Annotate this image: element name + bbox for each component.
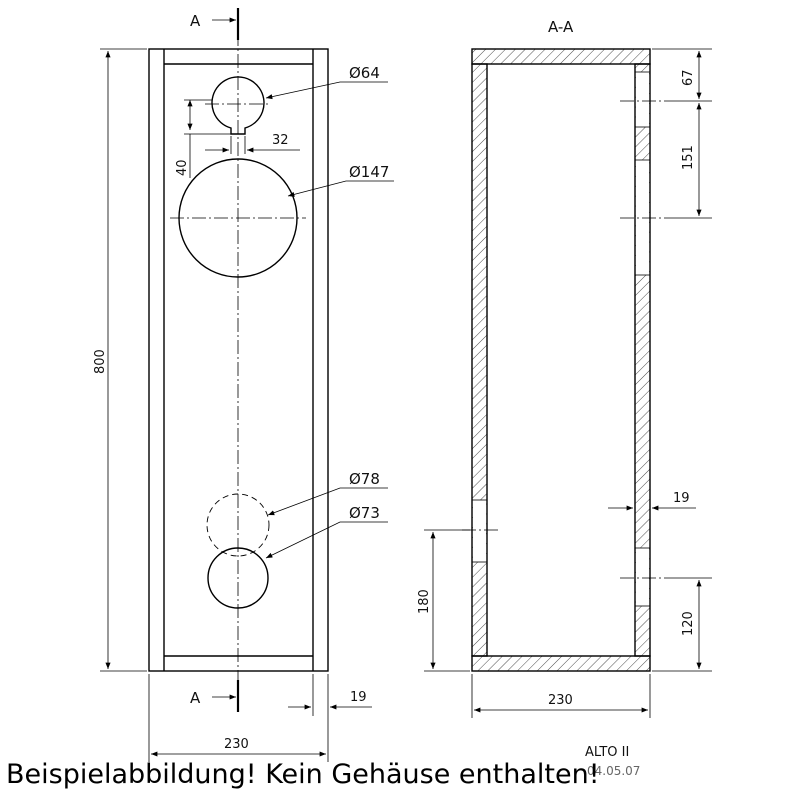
section-width-label: 230 (548, 693, 573, 708)
section-mark-top: A (190, 12, 201, 30)
back-wall (471, 63, 488, 657)
section-mark-bottom: A (190, 689, 201, 707)
front-outline (148, 48, 329, 672)
port-opening (636, 548, 649, 606)
woofer-leader (287, 180, 394, 197)
wall-dim-label: 19 (350, 690, 367, 705)
front-view: A A Ø64 40 32 Ø147 Ø78 Ø73 (93, 8, 394, 762)
tweeter-dia-label: Ø64 (349, 64, 380, 82)
caption: Beispielabbildung! Kein Gehäuse enthalte… (6, 759, 600, 790)
port-outer-hidden (206, 493, 270, 557)
woofer-opening (636, 160, 649, 275)
top-panel (471, 48, 651, 65)
port-inner-dia-label: Ø73 (349, 504, 380, 522)
port-outer-dia-label: Ø78 (349, 470, 380, 488)
bottom-brace-label: 120 (681, 611, 696, 636)
section-title: A-A (548, 18, 574, 36)
tweeter-opening (636, 72, 649, 127)
tweeter-offset-v-label: 40 (175, 159, 190, 176)
title-block-date: 04.05.07 (587, 764, 640, 778)
driver-zone-label: 151 (681, 145, 696, 170)
rear-opening (473, 500, 486, 562)
notch-dim-label: 32 (272, 133, 289, 148)
baffle-dim-label: 19 (673, 491, 690, 506)
width-dim-label: 230 (224, 737, 249, 752)
port-cutout (207, 547, 269, 609)
top-brace-label: 67 (681, 69, 696, 86)
bottom-panel (471, 655, 651, 672)
woofer-dia-label: Ø147 (349, 163, 389, 181)
port-outer-leader (267, 487, 388, 516)
height-dim-label: 800 (93, 349, 108, 374)
tweeter-cutout (211, 76, 265, 135)
section-view: A-A 67 151 (417, 18, 712, 718)
port-inner-leader (265, 521, 388, 559)
tweeter-leader (265, 81, 388, 100)
port-height-label: 180 (417, 589, 432, 614)
title-block-name: ALTO II (585, 745, 629, 760)
